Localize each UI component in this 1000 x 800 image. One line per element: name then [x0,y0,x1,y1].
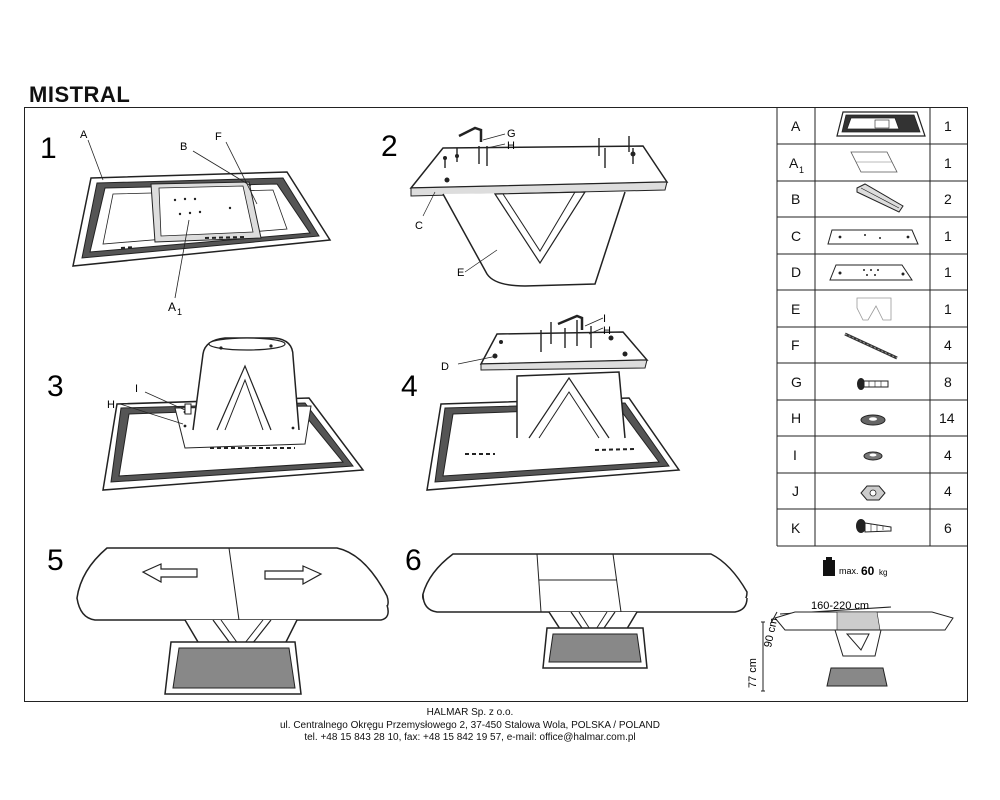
footer: HALMAR Sp. z o.o. ul. Centralnego Okręgu… [0,707,940,745]
top-plate-icon [829,264,913,281]
part-letter-b: B [791,191,800,207]
parts-rows: A 1 A 1 1 B 2 C 1 D 1 E 1 F 4 G 8 H 14 I… [789,118,955,536]
step-1: 1 A B F A 1 [40,129,332,317]
label-i: I [135,383,138,395]
step-3: 3 I H [47,337,365,491]
step-number-4: 4 [401,370,418,403]
parts-table [776,108,967,547]
step-2: 2 G H C E [381,126,669,287]
part-letter-i: I [793,447,797,463]
part-letter-c: C [791,228,801,244]
bolt-icon [857,378,889,390]
washer-icon [860,414,886,426]
part-letter-d: D [791,264,801,280]
diagram-frame [24,107,968,702]
max-load: max. 60 kg [823,557,887,578]
part-qty-f: 4 [944,337,952,353]
label-i: I [603,313,606,325]
part-qty-b: 2 [944,191,952,207]
dimension-height: 77 cm [747,658,759,688]
part-letter-h: H [791,410,801,426]
bracket-icon [856,183,904,213]
rod-icon [844,332,898,360]
assembly-diagram: A 1 A 1 1 B 2 C 1 D 1 E 1 F 4 G 8 H 14 I… [40,108,967,695]
part-letter-g: G [791,374,802,390]
extension-leaf-icon [850,151,898,173]
part-letter-j: J [792,483,799,499]
part-letter-k: K [791,520,801,536]
label-g: G [507,128,516,140]
step-number-1: 1 [40,132,57,165]
dimension-length: 160-220 cm [811,600,869,612]
bottom-plate-icon [827,229,919,245]
part-qty-g: 8 [944,374,952,390]
part-letter-f: F [791,337,800,353]
part-qty-d: 1 [944,264,952,280]
leg-base-icon [856,297,892,321]
label-h: H [507,140,515,152]
part-letter-e: E [791,301,800,317]
max-load-unit: kg [879,568,887,577]
table-top-frame-icon [836,111,926,137]
label-c: C [415,220,423,232]
part-qty-a1: 1 [944,155,952,171]
step-6: 6 [405,544,748,669]
label-e: E [457,267,464,279]
label-a1-sub: 1 [177,307,182,317]
weight-icon [823,557,835,576]
footer-company: HALMAR Sp. z o.o. [426,707,514,718]
part-letter-a1: A [789,155,799,171]
footer-contact: tel. +48 15 843 28 10, fax: +48 15 842 1… [304,732,636,743]
part-qty-i: 4 [944,447,952,463]
step-4: 4 I H D [401,313,681,491]
label-a1: A [168,300,176,314]
part-qty-c: 1 [944,228,952,244]
screw-icon [856,519,892,533]
part-qty-e: 1 [944,301,952,317]
label-f: F [215,131,222,143]
part-qty-a: 1 [944,118,952,134]
part-letter-a: A [791,118,801,134]
label-d: D [441,361,449,373]
label-h: H [107,399,115,411]
step-number-5: 5 [47,544,64,577]
document-title: MISTRAL [29,82,131,107]
step-number-6: 6 [405,544,422,577]
nut-icon [860,485,886,501]
label-a: A [80,129,88,141]
dimensions-sketch [761,606,954,692]
step-number-3: 3 [47,370,64,403]
part-qty-j: 4 [944,483,952,499]
max-load-value: 60 [861,564,875,578]
label-b: B [180,141,187,153]
step-5: 5 [47,544,389,695]
footer-address: ul. Centralnego Okręgu Przemysłowego 2, … [279,719,660,731]
max-load-prefix: max. [839,566,859,576]
label-h: H [603,325,611,337]
part-letter-a1-sub: 1 [799,165,804,175]
part-qty-k: 6 [944,520,952,536]
spring-washer-icon [863,451,883,461]
part-qty-h: 14 [939,410,955,426]
step-number-2: 2 [381,130,398,163]
